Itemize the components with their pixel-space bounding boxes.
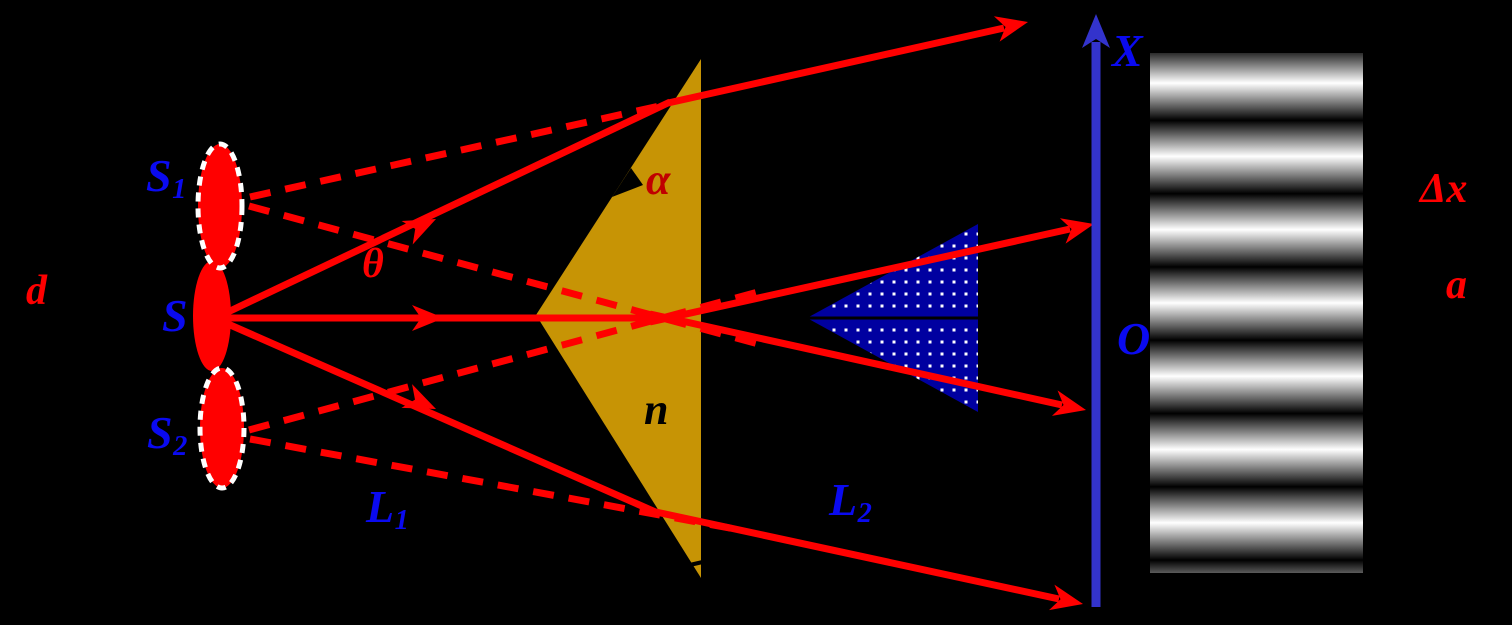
arrowhead-refracted-upper-middle [1059, 218, 1094, 244]
virtual-source-s2-ellipse [197, 365, 247, 491]
screen-axis-arrowhead [1082, 14, 1110, 48]
label-s2-base: S [147, 407, 173, 458]
incident-ray-group [226, 98, 672, 518]
arrowhead-incident-upper [401, 219, 436, 245]
label-d: d [26, 268, 47, 314]
arrowhead-incident-lower [401, 384, 436, 409]
label-x-axis: X [1112, 25, 1143, 76]
label-n: n [644, 385, 669, 434]
refracted-ray-top [667, 24, 1005, 107]
ray-arrowheads [401, 16, 1094, 611]
label-s: S [162, 290, 188, 341]
arrowhead-refracted-top [993, 16, 1028, 42]
refracted-ray-upper-middle [649, 225, 1071, 326]
label-s1-base: S [146, 150, 172, 201]
alpha-angle-mark [612, 168, 643, 197]
label-l2-base: L [829, 474, 858, 525]
refracted-ray-group [649, 24, 1071, 603]
incident-ray-upper [226, 98, 672, 316]
virtual-source-s1-ellipse [195, 141, 245, 271]
refracted-ray-lower-middle [649, 310, 1063, 409]
label-l2: L2 [829, 474, 872, 528]
arrowhead-refracted-lower-middle [1051, 390, 1086, 416]
label-s1: S1 [146, 150, 186, 204]
label-l2-sub: 2 [857, 498, 872, 530]
label-l1: L1 [366, 481, 409, 535]
label-s1-sub: 1 [172, 174, 187, 206]
fringe-pattern [1150, 53, 1363, 573]
label-s2: S2 [147, 407, 187, 461]
label-a: a [1446, 262, 1467, 308]
source-s-ellipse [193, 261, 231, 371]
label-alpha: α [646, 155, 671, 204]
label-l1-base: L [366, 481, 395, 532]
label-theta: θ [362, 241, 384, 287]
prism-bottom-tick [680, 559, 708, 569]
virtual-ray-s1-upper [249, 101, 665, 201]
arrowhead-refracted-bottom [1048, 584, 1083, 611]
label-origin: O [1117, 313, 1151, 364]
refracted-ray-bottom [655, 508, 1060, 603]
label-s2-sub: 2 [173, 431, 188, 463]
incident-ray-lower [226, 320, 662, 518]
label-delta-x: Δx [1420, 166, 1468, 212]
arrowhead-incident-central [412, 305, 444, 331]
label-l1-sub: 1 [394, 505, 409, 537]
